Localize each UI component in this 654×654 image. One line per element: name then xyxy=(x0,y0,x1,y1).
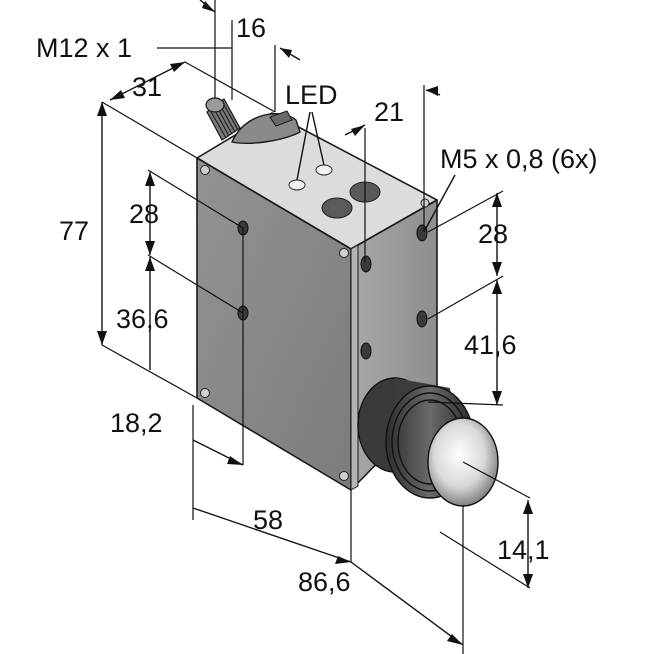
label-connector-offset: 16 xyxy=(236,13,266,43)
label-hole-top-right: 28 xyxy=(478,219,508,249)
dimension-labels: M12 x 1 16 31 LED 21 M5 x 0,8 (6x) 77 28… xyxy=(36,13,598,597)
label-mount-thread: M5 x 0,8 (6x) xyxy=(440,144,598,174)
arrowheads xyxy=(97,1,533,645)
label-lens-height: 14,1 xyxy=(497,535,550,565)
front-corner-screws xyxy=(200,165,349,481)
label-hole-spacing-right: 41,6 xyxy=(464,330,517,360)
top-screw xyxy=(420,198,430,208)
label-width-total: 86,6 xyxy=(298,567,351,597)
label-led: LED xyxy=(285,80,338,110)
front-bevel xyxy=(350,244,359,491)
lens-assembly xyxy=(357,377,499,507)
led-2 xyxy=(315,164,333,176)
extension-lines xyxy=(101,0,531,654)
label-connector-thread: M12 x 1 xyxy=(36,33,132,63)
label-width: 58 xyxy=(253,505,283,535)
label-hole-edge: 18,2 xyxy=(110,408,163,438)
label-height-total: 77 xyxy=(59,216,89,246)
label-hole-spacing-left: 36,6 xyxy=(116,304,169,334)
button-1 xyxy=(321,197,353,219)
label-lens-offset: 21 xyxy=(374,97,404,127)
label-hole-top-left: 28 xyxy=(129,199,159,229)
label-top-depth: 31 xyxy=(132,72,162,102)
sensor-body xyxy=(196,97,499,507)
led-1 xyxy=(288,179,306,191)
m12-connector xyxy=(205,97,301,144)
